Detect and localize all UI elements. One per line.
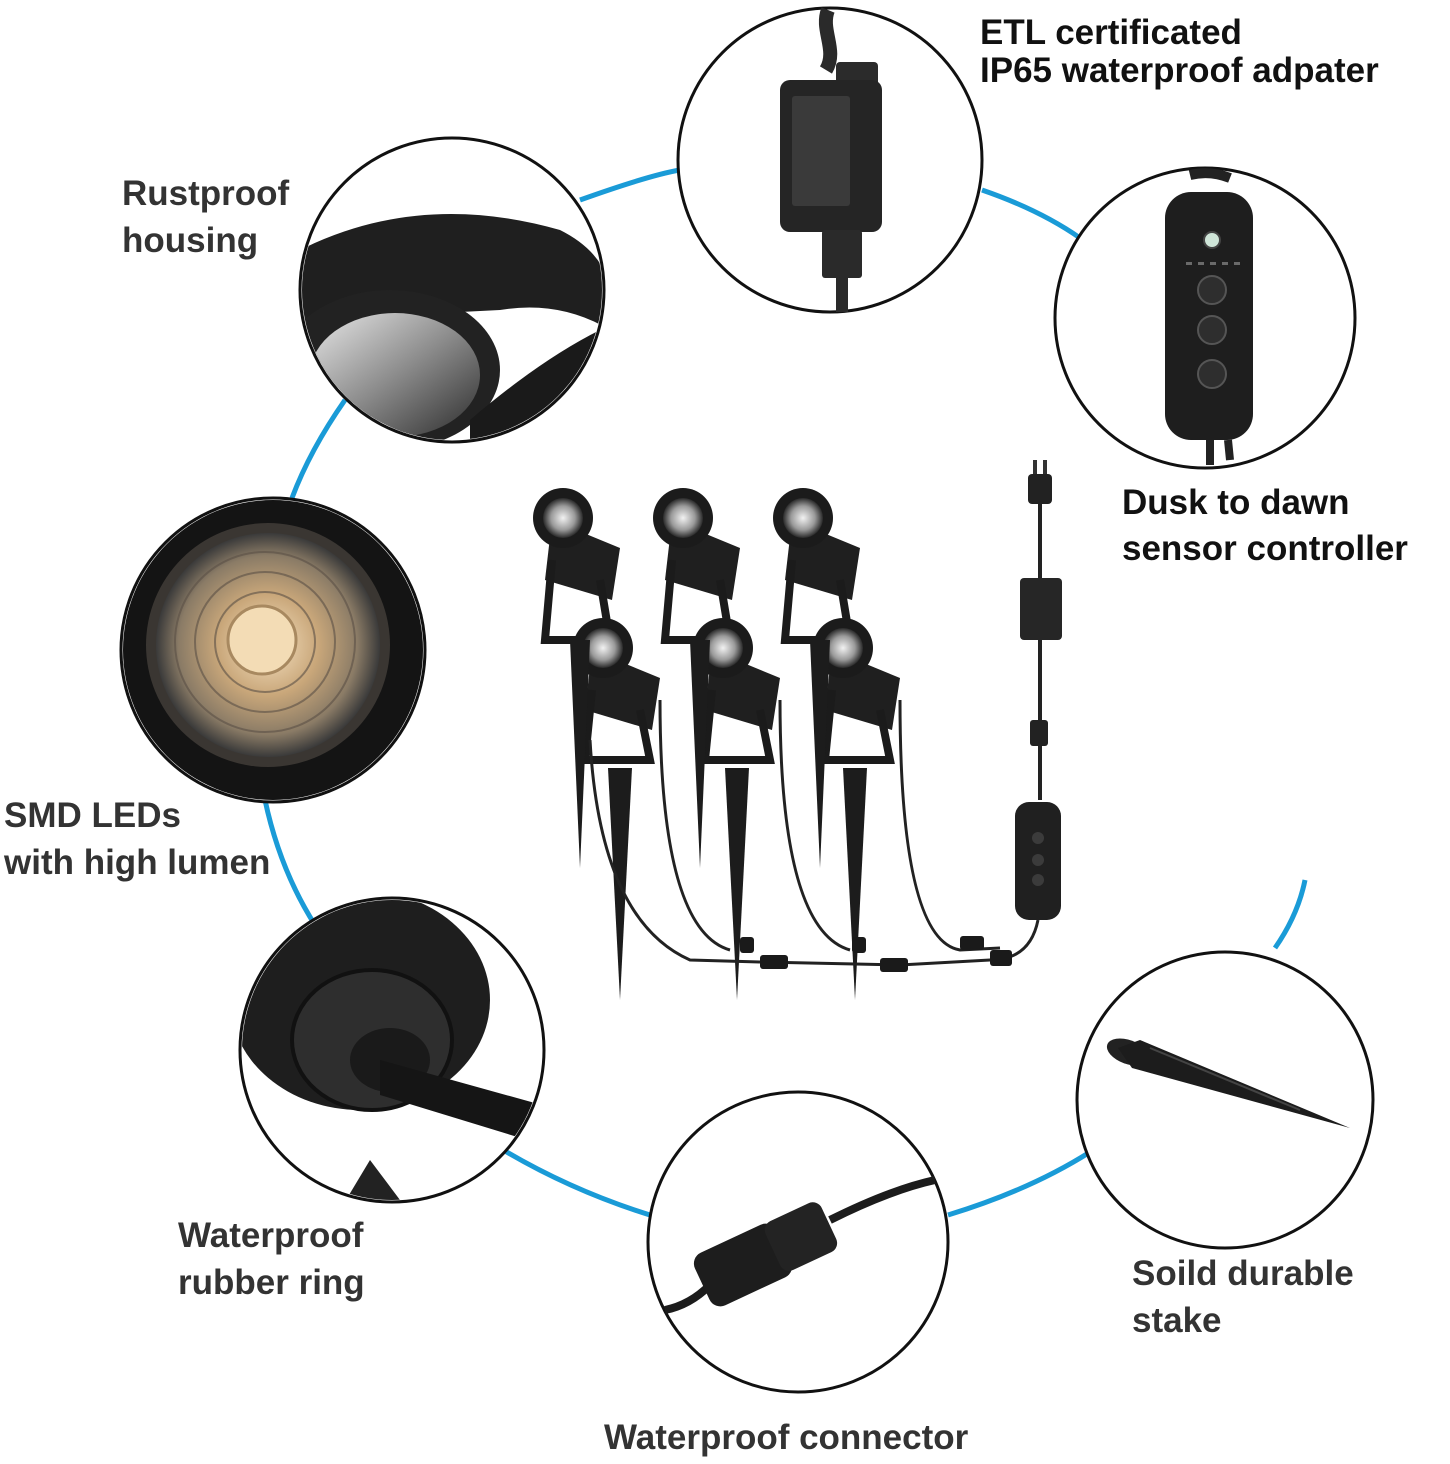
adapter-label-line-1: ETL certificated (980, 13, 1242, 52)
adapter-label: ETL certificated IP65 waterproof adpater (980, 14, 1379, 90)
connector-label-line-1: Waterproof connector (604, 1418, 969, 1457)
spotlight-5 (693, 618, 780, 764)
spotlight-6 (813, 618, 900, 764)
leds-label-line-2: with high lumen (4, 843, 271, 882)
spotlight-3 (773, 488, 860, 644)
adapter-feature-circle (676, 6, 984, 314)
controller-label: Dusk to dawn sensor controller (1122, 480, 1408, 572)
ring-label-line-1: Waterproof (178, 1216, 364, 1255)
power-adapter-icon (780, 7, 882, 312)
led-reflector-icon (123, 500, 423, 800)
housing-feature-circle (298, 136, 606, 444)
stake-feature-circle (1075, 950, 1375, 1250)
adapter-label-line-2: IP65 waterproof adpater (980, 51, 1379, 90)
leds-feature-circle (119, 496, 427, 804)
ring-label-line-2: rubber ring (178, 1263, 365, 1302)
housing-label-line-2: housing (122, 221, 259, 260)
leds-label-line-1: SMD LEDs (4, 796, 181, 835)
housing-label: Rustproof housing (122, 170, 289, 264)
small-adapter-icon (1020, 578, 1062, 640)
stake-label: Soild durable stake (1132, 1250, 1354, 1344)
ground-stake-icon (1106, 1038, 1350, 1128)
leds-label: SMD LEDs with high lumen (4, 792, 270, 886)
spotlight-1 (533, 488, 620, 644)
stake-label-line-1: Soild durable (1132, 1254, 1354, 1293)
cable-connector-icon (664, 1176, 936, 1314)
plug-icon (1028, 460, 1052, 504)
product-set-illustration (533, 460, 1062, 1000)
controller-label-line-1: Dusk to dawn (1122, 483, 1350, 522)
controller-label-line-2: sensor controller (1122, 529, 1408, 568)
ring-label: Waterproof rubber ring (178, 1212, 365, 1306)
spotlight-2 (653, 488, 740, 644)
connector-label: Waterproof connector (604, 1414, 968, 1461)
sensor-controller-icon (1165, 168, 1253, 465)
light-cables (588, 699, 1001, 967)
connector-feature-circle (646, 1090, 950, 1394)
ring-feature-circle (238, 896, 546, 1204)
blue-connecting-ring (262, 167, 1308, 1218)
rubber-ring-icon (242, 900, 542, 1200)
housing-label-line-1: Rustproof (122, 174, 290, 213)
controller-feature-circle (1053, 166, 1357, 470)
stake-label-line-2: stake (1132, 1301, 1222, 1340)
